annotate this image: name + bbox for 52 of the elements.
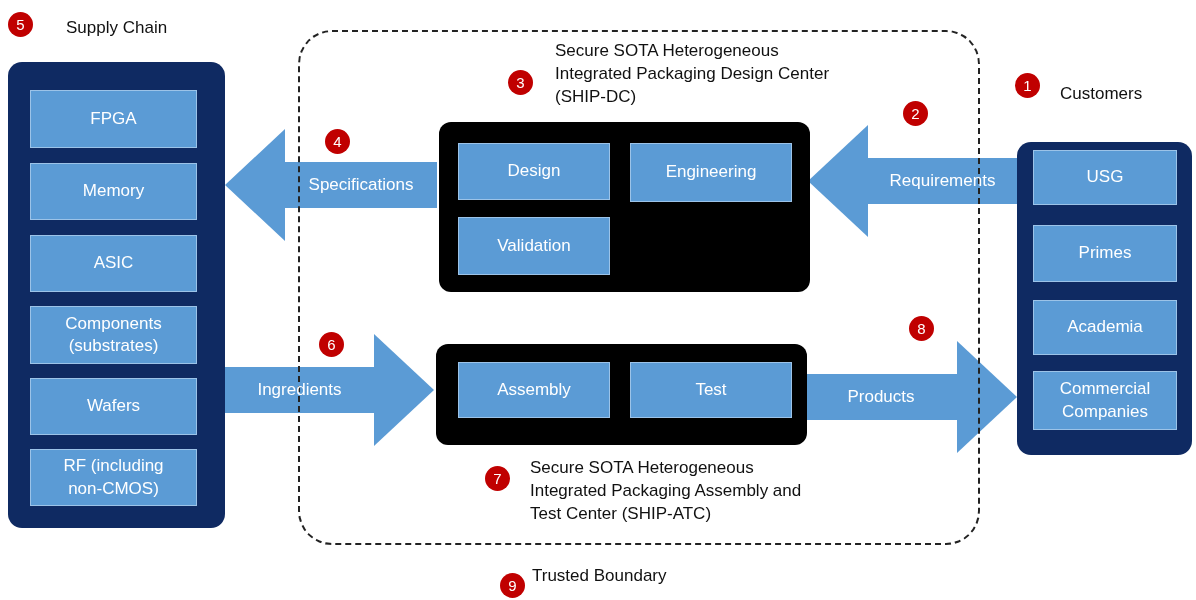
item-label: Assembly — [497, 378, 571, 401]
group-heading: Trusted Boundary — [532, 565, 668, 587]
item-label: Test — [695, 378, 727, 401]
item-box — [458, 217, 610, 275]
item-label: Wafers — [86, 395, 141, 418]
callout-number: 8 — [909, 316, 934, 341]
group-heading: Customers — [1060, 83, 1144, 105]
item-label: Academia — [1067, 316, 1143, 339]
item-box — [30, 378, 197, 435]
item-box — [630, 143, 792, 202]
item-label: Memory — [82, 180, 145, 203]
item-box — [30, 235, 197, 292]
callout-number: 3 — [508, 70, 533, 95]
item-label: FPGA — [90, 107, 137, 130]
item-box — [30, 449, 197, 506]
item-box — [1033, 371, 1177, 430]
edge-label: Products — [847, 387, 915, 407]
item-label: ASIC — [93, 252, 134, 275]
item-box — [30, 306, 197, 364]
block-arrow — [225, 129, 437, 241]
block-arrow — [225, 334, 434, 446]
group-heading: Secure SOTA Heterogeneous Integrated Packaging Assembly and Test Center (SHIP-ATC) — [530, 457, 803, 525]
item-label: USG — [1086, 166, 1124, 189]
item-box — [458, 362, 610, 418]
item-box — [1033, 150, 1177, 205]
item-label: Primes — [1078, 242, 1132, 265]
block-arrow — [808, 125, 1017, 237]
callout-number: 9 — [500, 573, 525, 598]
item-label: Validation — [497, 234, 571, 257]
callout-number: 7 — [485, 466, 510, 491]
block-arrow — [805, 341, 1017, 453]
callout-number: 2 — [903, 101, 928, 126]
item-label: RF (including non-CMOS) — [62, 455, 165, 500]
item-box — [30, 90, 197, 148]
item-box — [458, 143, 610, 200]
group-heading: Secure SOTA Heterogeneous Integrated Packaging Design Center (SHIP-DC) — [555, 40, 831, 108]
item-box — [30, 163, 197, 220]
edge-label: Ingredients — [257, 380, 342, 400]
item-box — [630, 362, 792, 418]
item-label: Commercial Companies — [1058, 378, 1152, 423]
edge-label: Specifications — [308, 175, 414, 195]
item-box — [1033, 225, 1177, 282]
callout-number: 5 — [8, 12, 33, 37]
edge-label: Requirements — [889, 171, 996, 191]
item-label: Engineering — [665, 161, 757, 184]
callout-number: 4 — [325, 129, 350, 154]
callout-number: 1 — [1015, 73, 1040, 98]
item-box — [1033, 300, 1177, 355]
group-heading: Supply Chain — [66, 17, 169, 39]
item-label: Design — [507, 160, 561, 183]
callout-number: 6 — [319, 332, 344, 357]
item-label: Components (substrates) — [64, 312, 163, 357]
